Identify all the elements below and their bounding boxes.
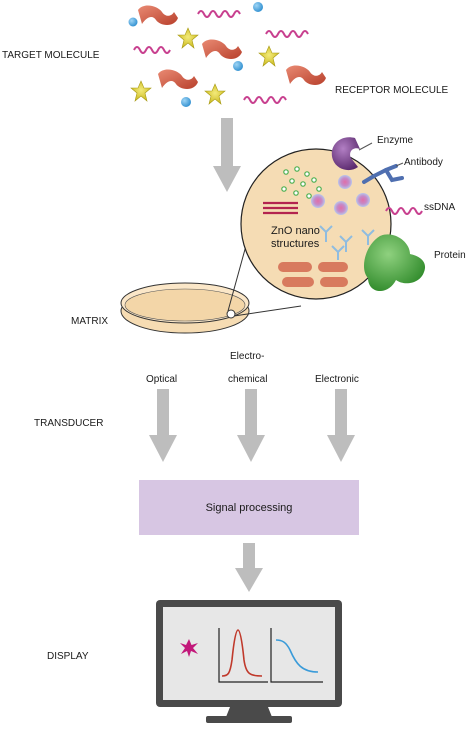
target-star <box>258 45 280 67</box>
label-protein: Protein <box>434 250 466 261</box>
label-display: DISPLAY <box>47 651 89 662</box>
nano-particles <box>281 166 322 199</box>
receptor-ssdna <box>385 207 423 215</box>
nanorods <box>263 201 298 215</box>
optical-burst-icon <box>180 639 198 657</box>
receptor-protein: Protein <box>364 234 466 292</box>
target-blob <box>202 39 242 59</box>
nano-spheres <box>311 175 370 215</box>
target-dna <box>243 96 287 104</box>
magnify-spot <box>226 309 236 319</box>
label-matrix: MATRIX <box>71 316 108 327</box>
signal-processing-label: Signal processing <box>206 502 293 514</box>
matrix-dish <box>120 282 250 334</box>
arrow-down-electrochemical <box>237 389 265 462</box>
arrow-down-1 <box>213 118 241 192</box>
arrow-down-processing <box>235 543 263 592</box>
arrow-down-optical <box>149 389 177 462</box>
target-molecules <box>128 2 326 107</box>
receptor-enzyme: Enzyme <box>331 135 414 171</box>
zno-label-line2: structures <box>271 238 320 250</box>
display-monitor <box>156 600 342 723</box>
target-blob <box>158 69 198 89</box>
label-ssdna: ssDNA <box>424 202 455 213</box>
label-receptor-molecule: RECEPTOR MOLECULE <box>335 85 449 96</box>
label-electro-2: chemical <box>228 374 267 385</box>
signal-processing-box: Signal processing <box>139 480 359 535</box>
zno-label-line1: ZnO nano <box>271 225 320 237</box>
arrow-down-electronic <box>327 389 355 462</box>
decay-graph <box>270 628 323 683</box>
target-dna <box>133 46 171 54</box>
nano-branches <box>319 225 375 260</box>
nano-rods-orange <box>278 262 348 287</box>
label-target-molecule: TARGET MOLECULE <box>2 50 100 61</box>
label-enzyme: Enzyme <box>377 135 414 146</box>
target-star <box>177 27 199 49</box>
peak-graph <box>218 628 268 683</box>
target-blob <box>286 65 326 85</box>
target-dna <box>197 10 241 18</box>
zno-magnified-circle: ZnO nano structures <box>240 148 392 300</box>
label-antibody: Antibody <box>404 157 443 168</box>
label-transducer: TRANSDUCER <box>34 418 103 429</box>
target-dot <box>233 61 243 71</box>
label-electronic: Electronic <box>315 374 359 385</box>
pointer-antibody <box>395 162 404 167</box>
target-dna <box>265 30 309 38</box>
receptor-antibody <box>362 164 404 184</box>
target-star <box>204 83 226 105</box>
target-dot <box>128 17 138 27</box>
label-optical: Optical <box>146 374 177 385</box>
magnify-line <box>233 305 302 317</box>
target-dot <box>181 97 191 107</box>
target-blob <box>138 5 178 25</box>
label-electro-1: Electro- <box>230 351 264 362</box>
target-star <box>130 80 152 102</box>
target-dot <box>253 2 263 12</box>
